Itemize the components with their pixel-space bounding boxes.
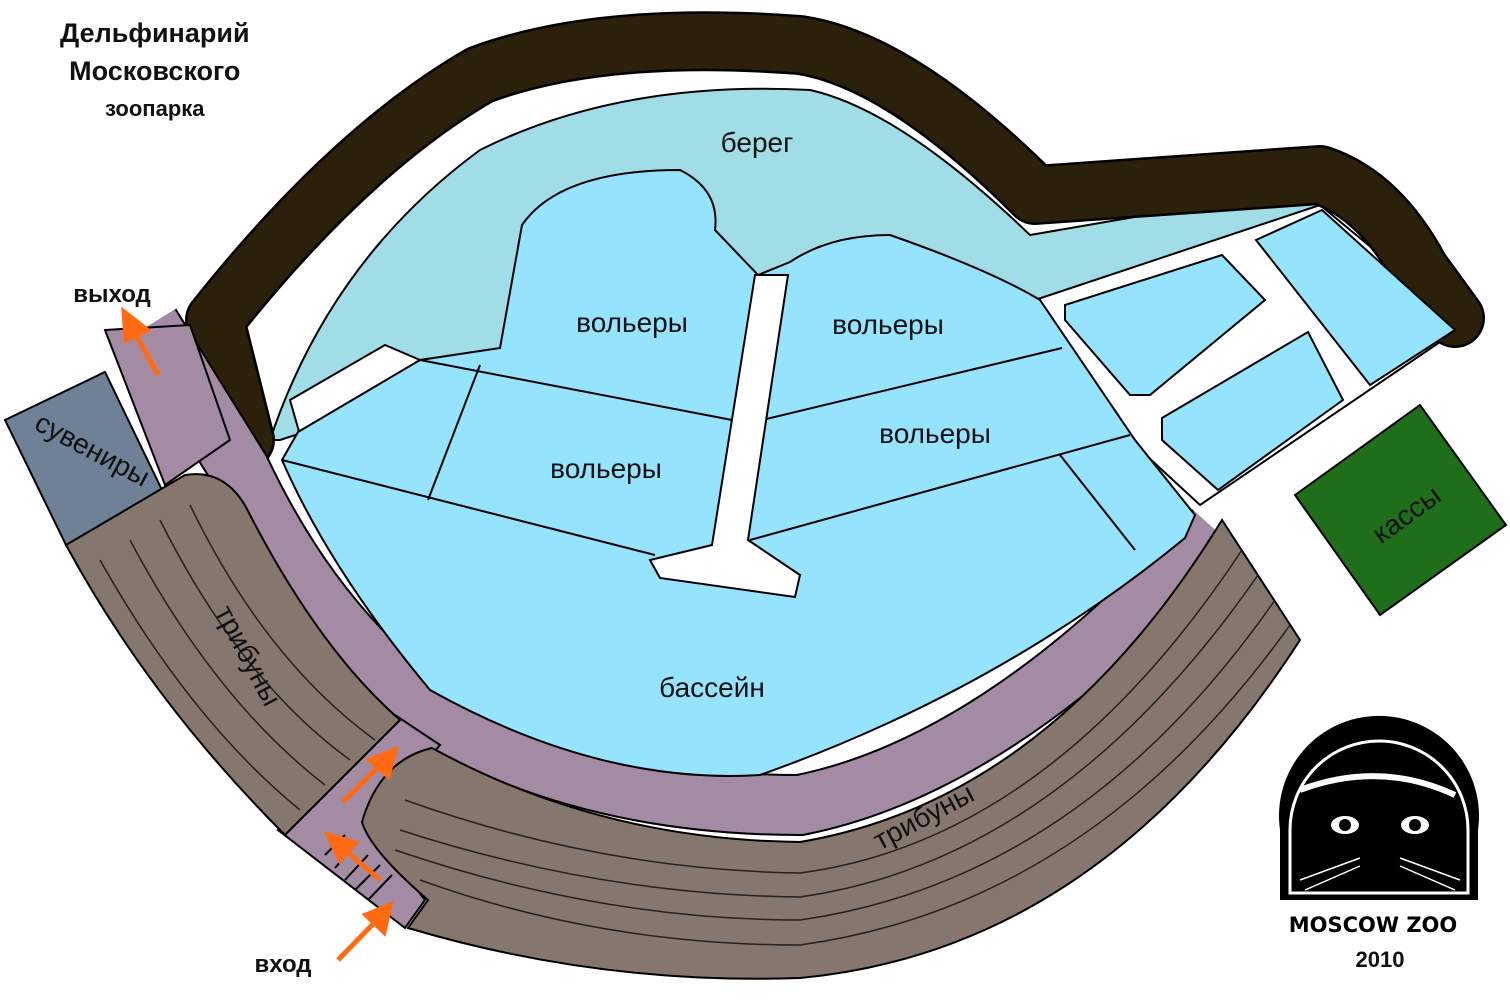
stands-bottom — [360, 518, 1302, 980]
entrance-arrow-icon — [341, 763, 382, 804]
pool-label: бассейн — [659, 672, 765, 703]
logo-year: 2010 — [1356, 947, 1405, 972]
exit-label: выход — [73, 281, 151, 308]
stands-left — [64, 473, 402, 837]
title-line-3: зоопарка — [105, 96, 205, 121]
entrance-arrow-icon — [343, 848, 382, 882]
entrance-label: вход — [254, 951, 311, 978]
map-title: Дельфинарий Московского зоопарка — [60, 14, 250, 128]
logo-name: MOSCOW ZOO — [1289, 913, 1458, 937]
enclosure-label: вольеры — [832, 309, 944, 340]
title-line-2: Московского — [69, 56, 241, 86]
ticket-office — [1293, 403, 1508, 617]
enclosure-label: вольеры — [576, 307, 688, 338]
pier — [648, 274, 802, 599]
shore-label: берег — [721, 127, 794, 158]
direction-arrows — [121, 306, 399, 962]
exit-arrow-icon — [133, 333, 161, 377]
moscow-zoo-logo: MOSCOW ZOO 2010 — [1279, 715, 1479, 972]
right-enclosures — [1064, 208, 1457, 492]
enclosure-label: вольеры — [879, 418, 991, 449]
title-line-1: Дельфинарий — [60, 18, 250, 48]
enclosure-label: вольеры — [550, 453, 662, 484]
entrance-arrow-icon — [336, 920, 377, 962]
enclosure-dividers — [281, 347, 1136, 556]
